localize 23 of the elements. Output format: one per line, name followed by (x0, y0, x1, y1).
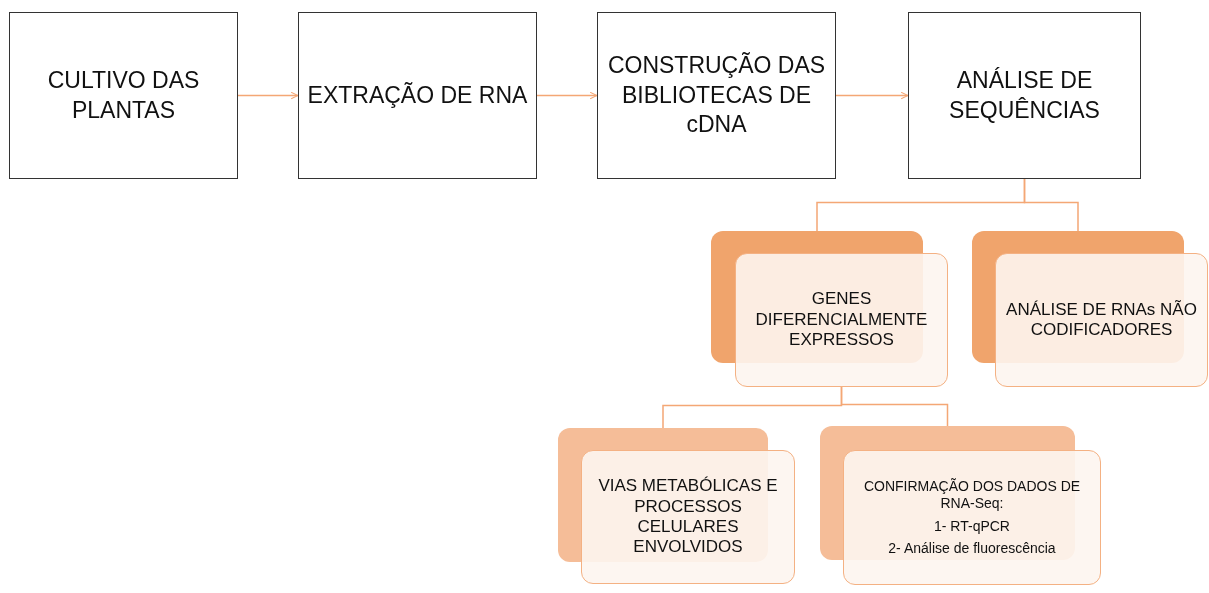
connector-line (1023, 178, 1079, 232)
process-box (298, 12, 537, 179)
card-text: CONFIRMAÇÃO DOS DADOS DE RNA-Seq: (862, 477, 1082, 512)
connector-line (840, 386, 949, 427)
card-text: VIAS METABÓLICAS E PROCESSOS CELULARES ENVOLVIDOS (597, 476, 779, 558)
box-label: EXTRAÇÃO DE RNA (307, 80, 528, 110)
card-text: ANÁLISE DE RNAs NÃO CODIFICADORES (1005, 299, 1198, 341)
stacked-card (820, 426, 1101, 585)
stacked-card (558, 428, 795, 584)
stacked-card (711, 231, 948, 387)
card-text: 1- RT-qPCR (934, 517, 1010, 535)
card-text: 2- Análise de fluorescência (888, 540, 1056, 558)
process-box (9, 12, 238, 179)
card-text: GENES DIFERENCIALMENTE EXPRESSOS (754, 289, 929, 351)
arrow (536, 91, 598, 100)
box-label: CONSTRUÇÃO DAS BIBLIOTECAS DE cDNA (606, 50, 827, 140)
arrow (237, 91, 299, 100)
stacked-card (972, 231, 1208, 387)
box-label: CULTIVO DAS PLANTAS (46, 65, 201, 125)
process-box (908, 12, 1141, 179)
arrow (835, 91, 909, 100)
process-box (597, 12, 836, 179)
box-label: ANÁLISE DE SEQUÊNCIAS (948, 65, 1101, 125)
